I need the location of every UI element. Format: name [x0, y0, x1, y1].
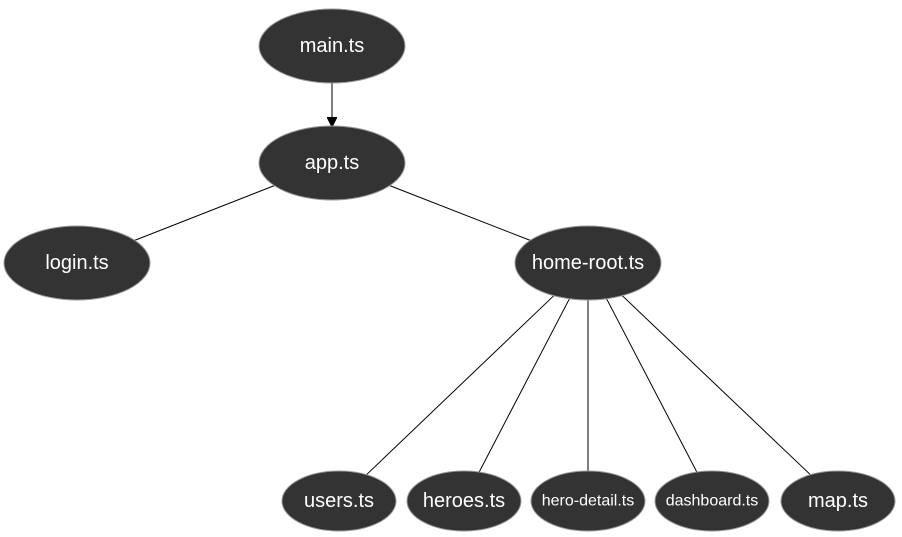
node-ellipse-dashboard	[654, 470, 770, 532]
node-ellipse-login	[3, 225, 151, 301]
node-ellipse-app	[258, 125, 406, 201]
node-label-hero-detail: hero-detail.ts	[542, 493, 635, 510]
node-label-heroes: heroes.ts	[423, 490, 505, 512]
node-users: users.ts	[281, 470, 397, 532]
edge-app-to-home-root	[389, 185, 531, 241]
node-login: login.ts	[3, 225, 151, 301]
node-ellipse-main	[258, 8, 406, 84]
edge-home-root-to-map	[621, 295, 811, 476]
node-label-app: app.ts	[305, 152, 359, 174]
edge-app-to-login	[134, 185, 275, 241]
node-main: main.ts	[258, 8, 406, 84]
node-label-map: map.ts	[808, 490, 868, 512]
node-label-dashboard: dashboard.ts	[666, 493, 759, 510]
node-ellipse-home-root	[514, 225, 662, 301]
node-app: app.ts	[258, 125, 406, 201]
node-label-users: users.ts	[304, 490, 374, 512]
nodes-layer: main.ts app.ts login.ts home-root.ts users.t…	[3, 8, 896, 532]
node-hero-detail: hero-detail.ts	[530, 470, 646, 532]
edge-home-root-to-dashboard	[606, 298, 698, 473]
node-ellipse-map	[780, 470, 896, 532]
node-ellipse-users	[281, 470, 397, 532]
node-home-root: home-root.ts	[514, 225, 662, 301]
edge-home-root-to-users	[366, 295, 555, 476]
node-ellipse-heroes	[406, 470, 522, 532]
node-label-login: login.ts	[45, 252, 108, 274]
node-ellipse-hero-detail	[530, 470, 646, 532]
edge-home-root-to-heroes	[478, 298, 570, 473]
node-label-main: main.ts	[300, 35, 364, 57]
node-heroes: heroes.ts	[406, 470, 522, 532]
node-map: map.ts	[780, 470, 896, 532]
edges-layer	[134, 83, 811, 476]
node-dashboard: dashboard.ts	[654, 470, 770, 532]
node-label-home-root: home-root.ts	[532, 252, 644, 274]
